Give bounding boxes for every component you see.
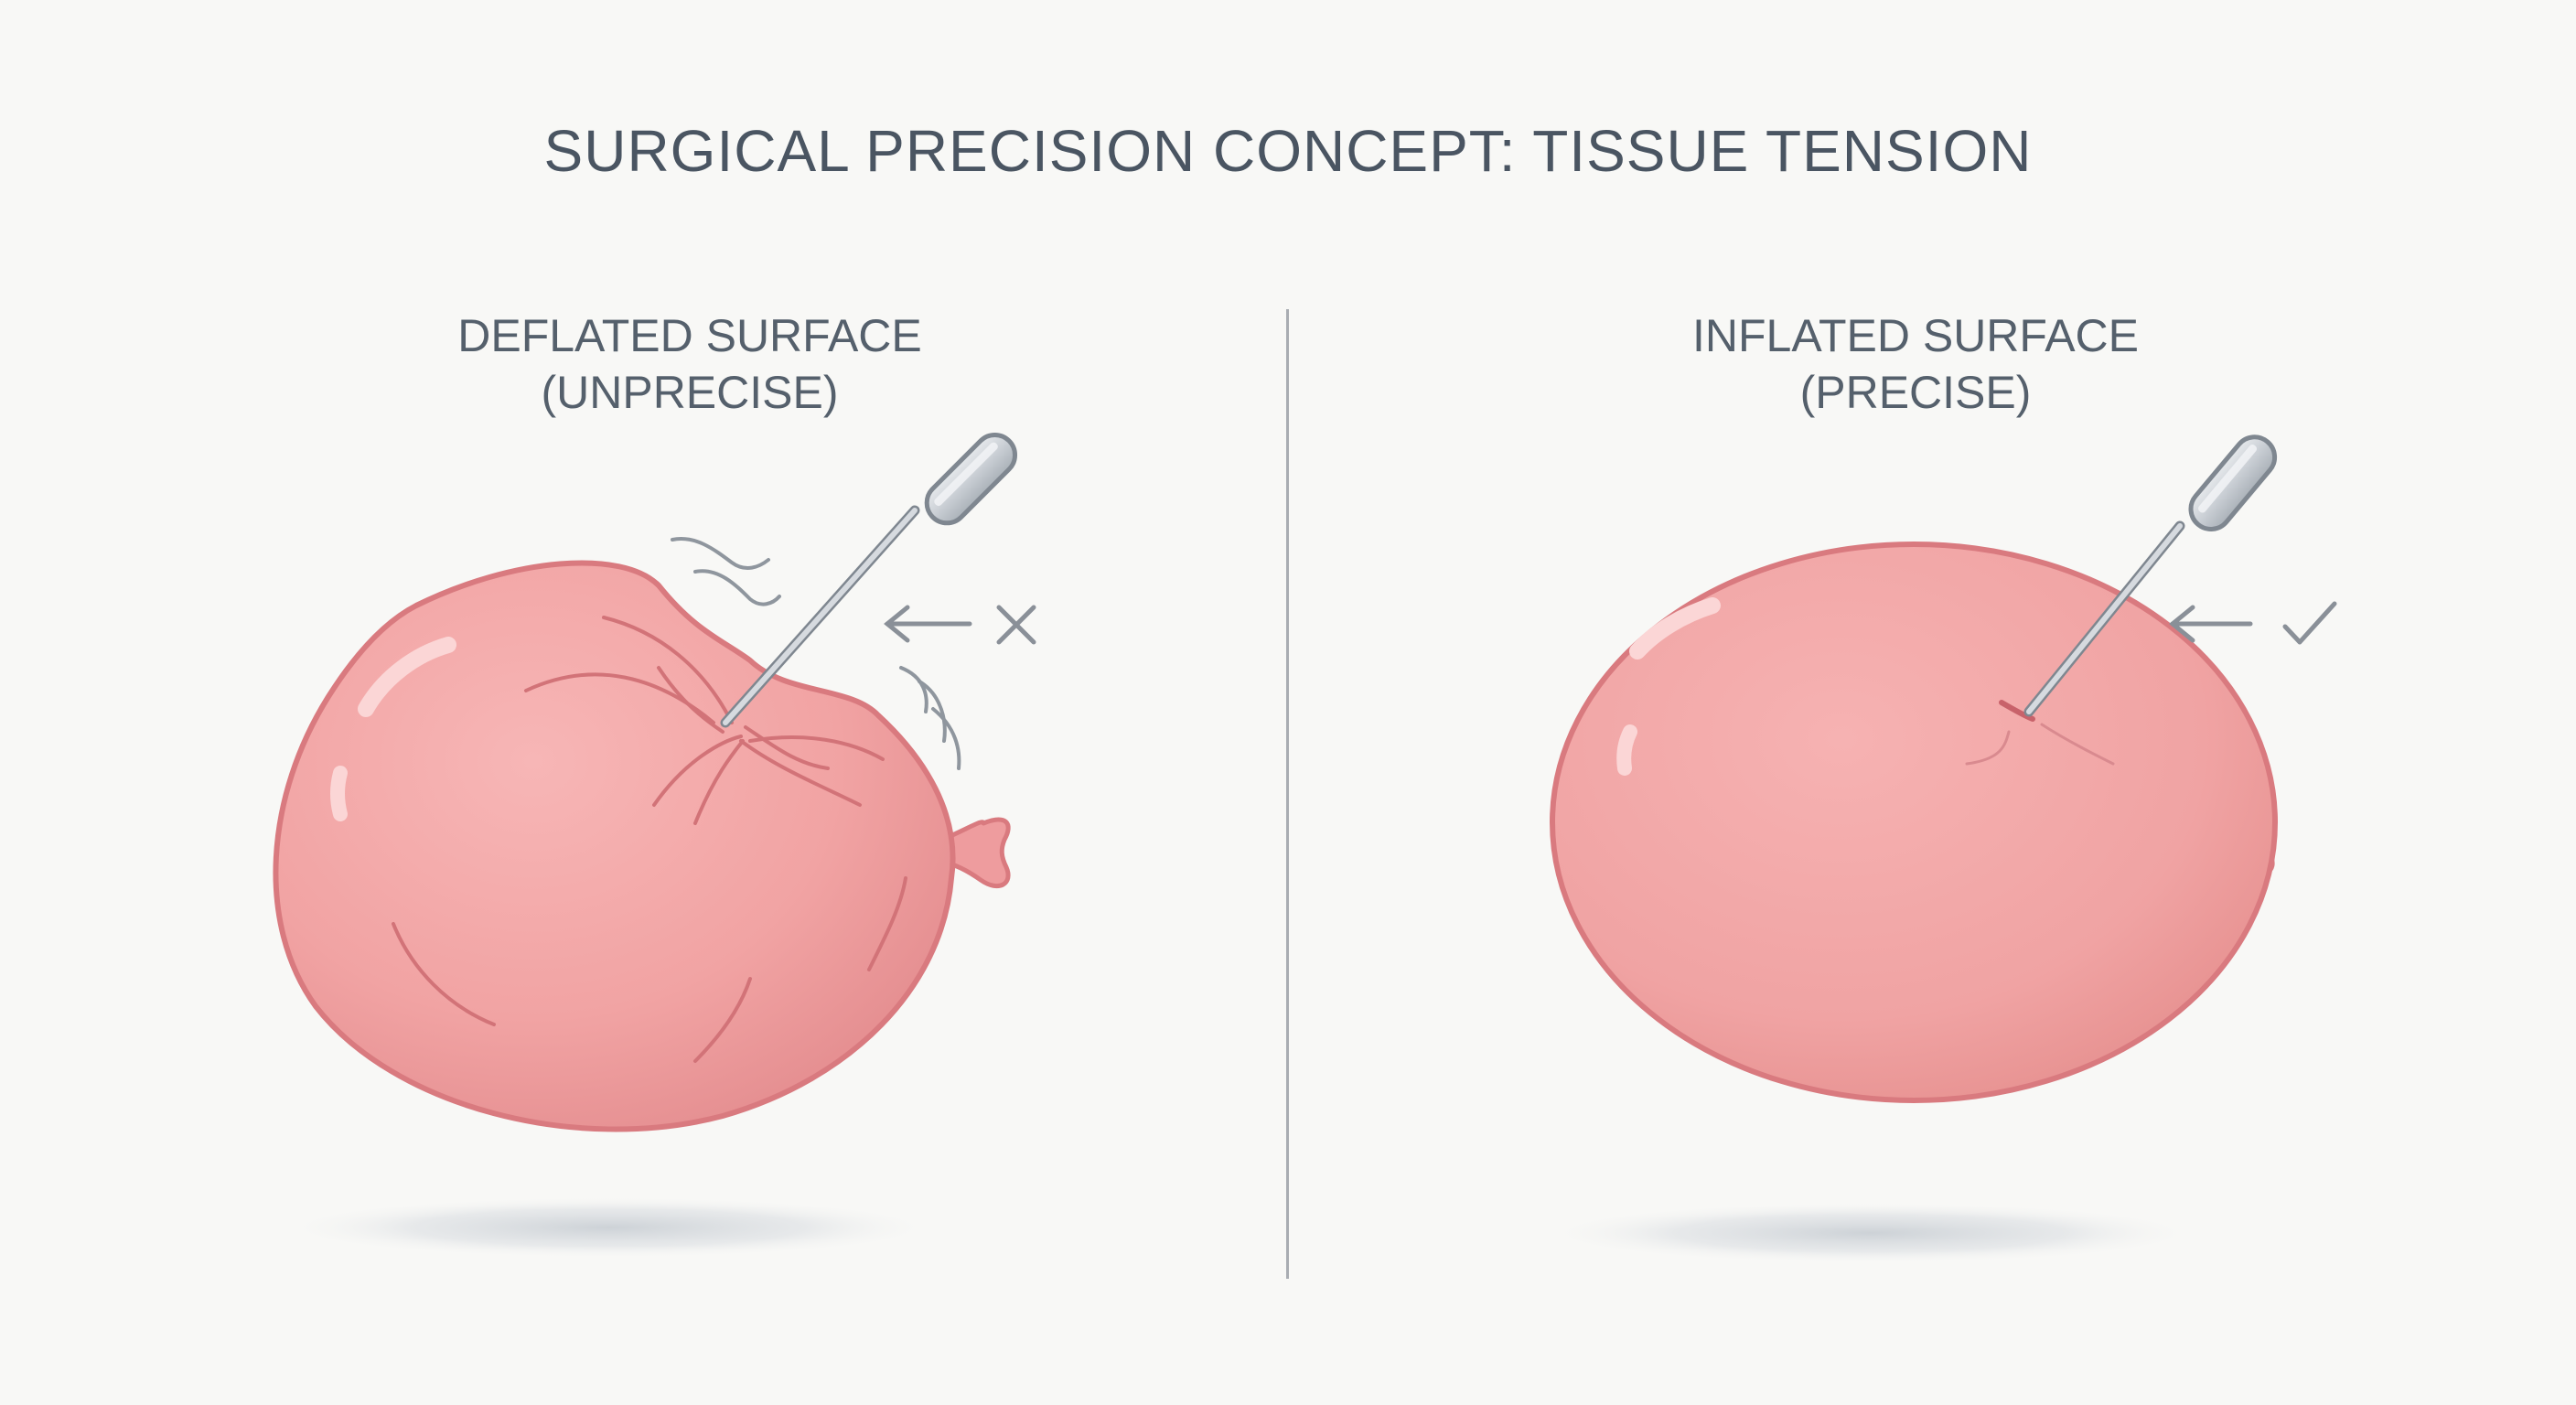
deflated-balloon-knot	[939, 817, 1011, 888]
deflated-label-line1: DEFLATED SURFACE	[457, 310, 922, 361]
panel-divider	[1286, 309, 1289, 1279]
cross-icon	[996, 605, 1036, 645]
inflated-arrow-icon	[2169, 605, 2253, 643]
deflated-balloon-group	[273, 432, 1036, 1259]
deflated-highlight	[358, 637, 456, 717]
inflated-highlight-small	[1616, 724, 1637, 776]
inflated-shadow	[1541, 1202, 2200, 1264]
inflated-balloon-group	[1541, 434, 2337, 1264]
deflated-highlight-small	[330, 766, 348, 821]
inflated-scalpel-instrument	[2023, 434, 2278, 717]
inflated-label-line2: (PRECISE)	[1799, 367, 2032, 418]
inflated-panel-label: INFLATED SURFACE (PRECISE)	[1550, 307, 2281, 421]
deflated-arrow-icon	[884, 605, 972, 643]
deflated-panel-label: DEFLATED SURFACE (UNPRECISE)	[324, 307, 1056, 421]
checkmark-icon	[2282, 601, 2337, 645]
inflated-label-line1: INFLATED SURFACE	[1691, 310, 2140, 361]
inflated-highlight	[1629, 597, 1721, 660]
diagram-title: SURGICAL PRECISION CONCEPT: TISSUE TENSI…	[543, 118, 2033, 184]
deflated-wrinkles	[392, 616, 907, 1063]
deflated-shadow	[279, 1196, 938, 1259]
deflated-balloon-body	[273, 560, 956, 1132]
deflated-scalpel-instrument	[720, 432, 1018, 728]
inflated-balloon-body	[1550, 542, 2278, 1103]
inflated-incision	[1965, 700, 2115, 766]
deflated-label-line2: (UNPRECISE)	[541, 367, 839, 418]
deflated-vibration-lines	[671, 537, 961, 770]
